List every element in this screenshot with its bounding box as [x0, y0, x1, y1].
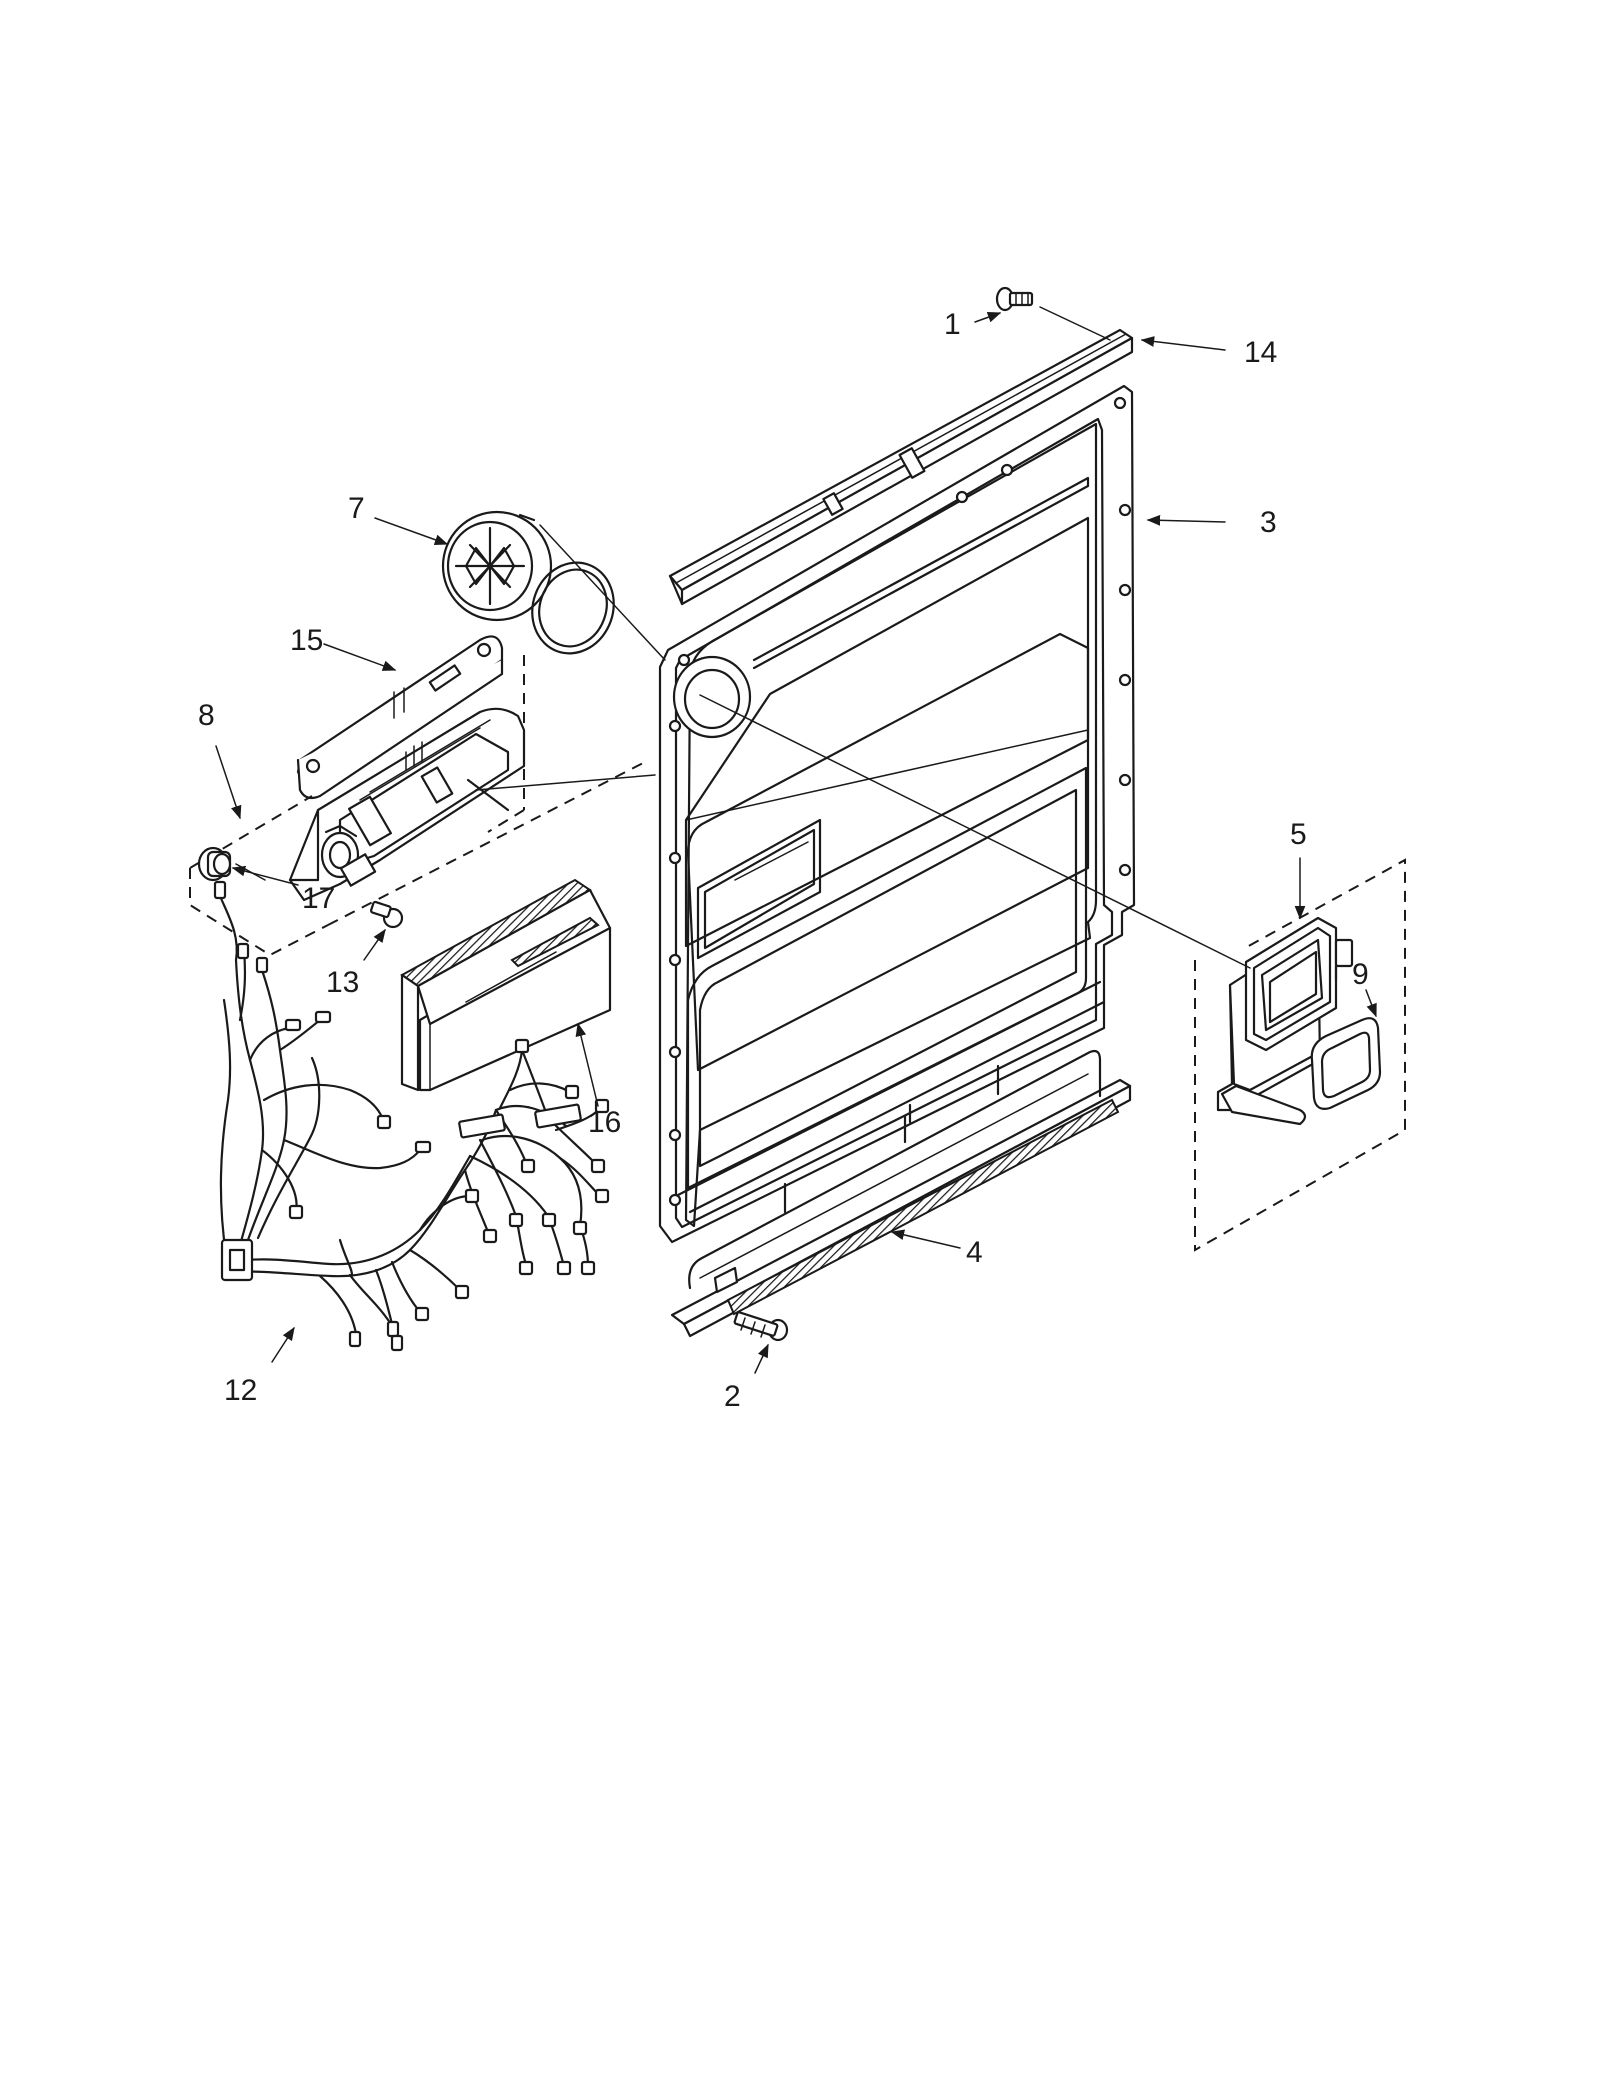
part-5-dispenser [1216, 916, 1354, 1126]
callout-12: 12 [224, 1374, 257, 1407]
callout-3: 3 [1260, 506, 1277, 539]
part-17-button [197, 846, 232, 882]
part-16-insulation [400, 878, 612, 1092]
door-screw-dots [668, 396, 1132, 1207]
part-9-gasket [1310, 1017, 1382, 1110]
part-3-inner-door [658, 384, 1136, 1244]
part-5-envelope [1194, 858, 1406, 1252]
callout-8: 8 [198, 699, 215, 732]
callout-labels: 1 14 3 7 15 8 17 13 16 12 4 2 5 9 [198, 308, 1369, 1413]
callout-2: 2 [724, 1380, 741, 1413]
callout-13: 13 [326, 966, 359, 999]
callout-1: 1 [944, 308, 961, 341]
part-12-wire-harness [213, 880, 610, 1352]
part-14-top-trim [668, 328, 1134, 606]
part-2-screw [733, 1311, 789, 1342]
callout-9: 9 [1352, 958, 1369, 991]
part-7-vent [441, 510, 553, 622]
part-13-screw [370, 900, 404, 929]
callout-arrows [215, 312, 1377, 1374]
callout-4: 4 [966, 1236, 983, 1269]
leader-lines [235, 306, 1251, 969]
callout-15: 15 [290, 624, 323, 657]
callout-16: 16 [588, 1106, 621, 1139]
callout-5: 5 [1290, 818, 1307, 851]
callout-7: 7 [348, 492, 365, 525]
part-4-bottom-trim [670, 1049, 1132, 1338]
part-7-gasket [531, 561, 615, 655]
part-1-screw [995, 286, 1034, 312]
part-8-latch [288, 707, 526, 902]
callout-17: 17 [302, 882, 335, 915]
callout-14: 14 [1244, 336, 1277, 369]
